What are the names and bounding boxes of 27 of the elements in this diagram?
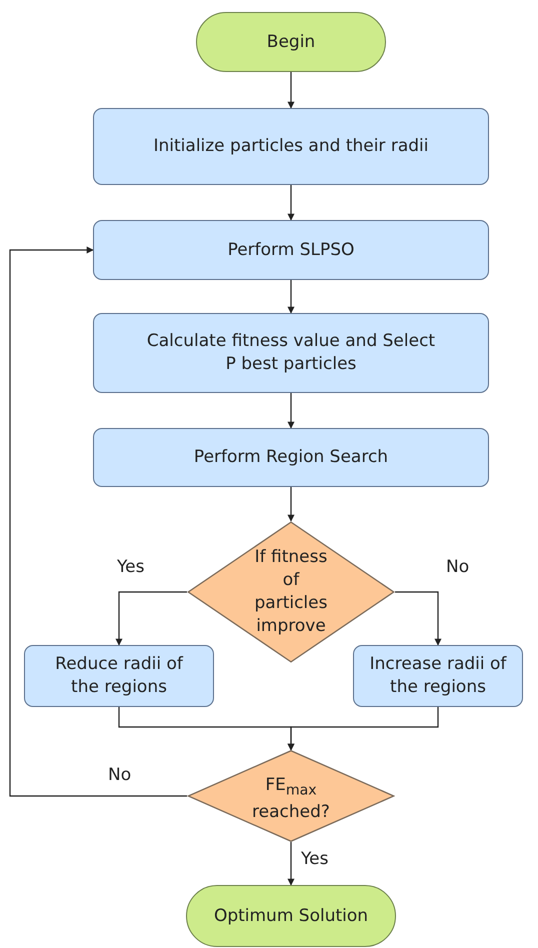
arrow <box>288 487 294 522</box>
node-text: Initialize particles and their radii <box>154 135 428 158</box>
node-text: If fitness of particles improve <box>254 546 328 638</box>
process-box <box>353 645 523 707</box>
node-text: FE$_{max}$ reached? <box>251 774 331 824</box>
arrow <box>288 707 439 751</box>
arrow <box>288 280 294 314</box>
arrow <box>116 591 187 646</box>
process-box <box>93 108 489 185</box>
node-text: Calculate fitness value and Select P best particles <box>146 330 436 376</box>
arrow <box>288 842 294 886</box>
node-text: Increase radii of the regions <box>368 653 508 699</box>
process-box <box>93 220 489 280</box>
arrow <box>288 393 294 429</box>
process-box <box>93 428 489 487</box>
arrow <box>395 591 442 646</box>
node-text: Begin <box>266 30 316 54</box>
node-text: Optimum Solution <box>214 904 368 928</box>
process-box <box>93 313 489 393</box>
arrow <box>288 72 294 109</box>
decision-diamond <box>187 750 395 842</box>
node-text: Perform Region Search <box>194 446 388 469</box>
arrow <box>9 246 187 797</box>
arrow <box>288 185 294 221</box>
node-text: Reduce radii of the regions <box>54 653 184 699</box>
node-text: Perform SLPSO <box>228 238 354 262</box>
process-box <box>24 645 214 707</box>
